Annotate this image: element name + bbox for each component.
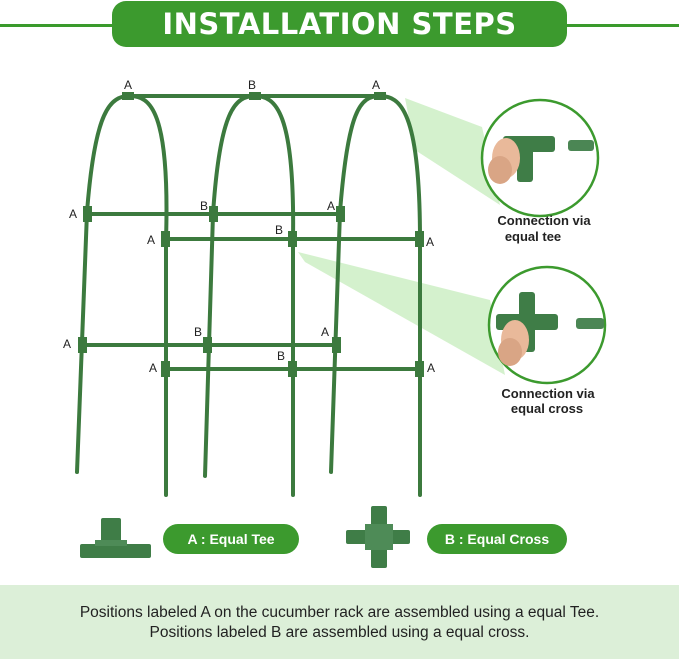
tee-detail: Connection via equal tee xyxy=(480,98,600,244)
back-arch-left xyxy=(75,93,169,497)
cross-caption-line-1: Connection via xyxy=(501,386,595,401)
position-label-a: A xyxy=(147,233,155,247)
position-label-a: A xyxy=(327,199,335,213)
position-label-b: B xyxy=(194,325,202,339)
tee-connector xyxy=(161,361,170,377)
cross-piece-icon xyxy=(346,506,410,568)
cross-connector xyxy=(209,206,218,222)
tee-connector xyxy=(336,206,345,222)
position-label-a: A xyxy=(124,78,132,92)
footer-line-1: Positions labeled A on the cucumber rack… xyxy=(79,604,600,621)
legend-equal-cross: B : Equal Cross xyxy=(427,524,567,554)
tee-connector xyxy=(122,92,134,100)
tee-piece-icon xyxy=(80,518,151,558)
footer-line-2: Positions labeled B are assembled using … xyxy=(149,624,530,641)
position-label-a: A xyxy=(321,325,329,339)
tee-connector xyxy=(161,231,170,247)
tee-callout-beam xyxy=(405,98,500,205)
footer-note: Positions labeled A on the cucumber rack… xyxy=(0,585,679,659)
position-label-b: B xyxy=(275,223,283,237)
position-label-b: B xyxy=(277,349,285,363)
position-labels: A B A A B A A B A A B A A B A xyxy=(63,78,435,375)
cross-connector xyxy=(249,92,261,100)
rack-diagram: A B A A B A A B A A B A A B A Connection… xyxy=(63,78,607,568)
tee-caption-line-1: Connection via xyxy=(497,213,591,228)
page-title: INSTALLATION STEPS xyxy=(112,1,567,47)
position-label-a: A xyxy=(63,337,71,351)
tee-connector xyxy=(374,92,386,100)
position-label-a: A xyxy=(426,235,434,249)
tee-caption-line-2: equal tee xyxy=(505,229,561,244)
connectors xyxy=(78,92,424,377)
tee-connector xyxy=(415,361,424,377)
position-label-a: A xyxy=(372,78,380,92)
position-label-a: A xyxy=(69,207,77,221)
cross-callout-beam xyxy=(298,252,505,375)
tee-connector xyxy=(332,337,341,353)
cross-connector xyxy=(288,361,297,377)
tee-connector xyxy=(415,231,424,247)
tee-connector xyxy=(78,337,87,353)
cross-caption-line-2: equal cross xyxy=(511,401,583,416)
position-label-a: A xyxy=(149,361,157,375)
position-label-b: B xyxy=(248,78,256,92)
cross-connector xyxy=(288,231,297,247)
position-label-a: A xyxy=(427,361,435,375)
cross-detail: Connection via equal cross xyxy=(487,265,607,416)
position-label-b: B xyxy=(200,199,208,213)
legend-equal-tee: A : Equal Tee xyxy=(163,524,299,554)
tee-connector xyxy=(83,206,92,222)
cross-connector xyxy=(203,337,212,353)
back-arch-middle xyxy=(203,93,296,497)
